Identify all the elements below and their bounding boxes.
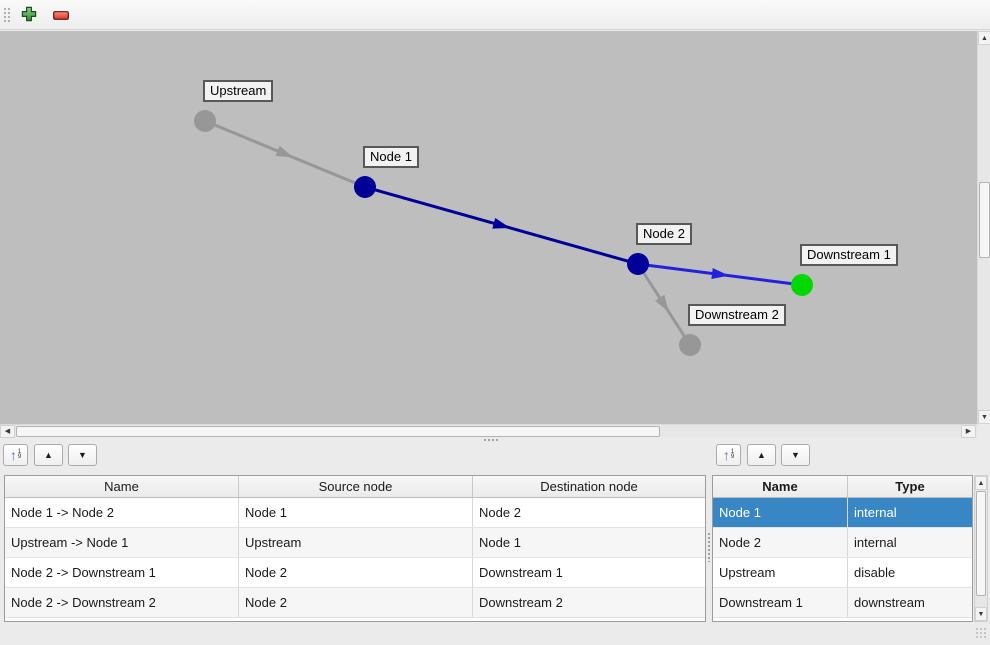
splitter-grip-icon [483,438,500,442]
minus-icon [53,8,69,23]
edges-move-down-button[interactable]: ▼ [68,444,97,466]
table-cell: Downstream 1 [719,595,803,610]
scroll-right-button[interactable]: ▶ [961,425,976,438]
arrow-left-icon: ◀ [4,428,11,435]
table-cell: Node 1 [719,505,761,520]
column-header[interactable]: Name [104,479,139,494]
node-label[interactable]: Upstream [203,80,274,102]
horizontal-scrollbar-thumb[interactable] [16,426,660,437]
column-header[interactable]: Type [847,476,972,497]
table-cell: Node 1 [472,528,705,557]
arrow-down-icon: ▼ [78,449,87,460]
nodes-table-scrollbar[interactable]: ▲ ▼ [974,475,988,622]
add-node-button[interactable] [16,2,42,28]
table-cell: Node 1 -> Node 2 [11,505,114,520]
arrow-up-icon: ▲ [44,449,53,460]
main-toolbar [0,0,990,30]
table-cell: Node 1 [238,498,472,527]
table-header-row: Name Type [713,476,972,498]
column-header[interactable]: Source node [238,476,472,497]
arrow-down-icon: ▼ [791,449,800,460]
scroll-down-button[interactable]: ▼ [978,410,990,424]
arrow-down-icon: ▼ [977,610,985,618]
canvas-vertical-scrollbar[interactable]: ▲ ▼ [977,31,990,424]
node-label[interactable]: Node 1 [363,146,419,168]
table-cell: internal [847,528,972,557]
graph-node[interactable] [627,253,649,275]
table-cell: disable [847,558,972,587]
plus-icon [21,6,37,25]
scroll-up-button[interactable]: ▲ [975,476,987,490]
node-label[interactable]: Downstream 2 [688,304,786,326]
vertical-scrollbar-thumb[interactable] [979,182,990,258]
node-label[interactable]: Node 2 [636,223,692,245]
table-cell: Upstream -> Node 1 [11,535,129,550]
table-cell: Node 2 [472,498,705,527]
resize-grip-icon[interactable] [975,627,988,640]
nodes-move-up-button[interactable]: ▲ [747,444,776,466]
table-cell: Node 2 [238,588,472,617]
scroll-down-button[interactable]: ▼ [975,607,987,621]
column-header[interactable]: Name [762,479,798,494]
table-row[interactable]: Node 2 internal [713,528,972,558]
edge-arrow-icon [655,294,669,313]
splitter-grip-icon [707,532,711,562]
graph-node[interactable] [194,110,216,132]
arrow-up-icon: ▲ [981,34,988,42]
vertical-splitter[interactable] [706,447,712,625]
horizontal-splitter[interactable] [0,437,990,446]
table-cell: internal [847,498,972,527]
table-cell: Upstream [719,565,776,580]
scroll-up-button[interactable]: ▲ [978,31,990,45]
edges-move-up-button[interactable]: ▲ [34,444,63,466]
table-row[interactable]: Upstream disable [713,558,972,588]
table-cell: Node 2 -> Downstream 2 [11,595,156,610]
toolbar-drag-handle[interactable] [3,7,12,24]
table-cell: Node 2 [719,535,761,550]
table-row[interactable]: Node 1 internal [713,498,972,528]
table-cell: Downstream 2 [472,588,705,617]
graph-node[interactable] [679,334,701,356]
column-header[interactable]: Destination node [472,476,705,497]
arrow-up-icon: ▲ [977,479,985,487]
nodes-move-down-button[interactable]: ▼ [781,444,810,466]
scroll-left-button[interactable]: ◀ [0,425,15,438]
canvas-horizontal-scrollbar[interactable]: ◀ ▶ [0,424,977,438]
arrow-right-icon: ▶ [965,428,972,435]
remove-node-button[interactable] [48,2,74,28]
graph-node[interactable] [354,176,376,198]
edge-arrow-icon [275,145,294,158]
edge-arrow-icon [711,268,729,279]
table-cell: Downstream 1 [472,558,705,587]
table-scrollbar-thumb[interactable] [976,491,986,596]
graph-node[interactable] [791,274,813,296]
edge-arrow-icon [492,218,511,229]
table-cell: Upstream [238,528,472,557]
arrow-down-icon: ▼ [981,413,988,421]
table-cell: downstream [847,588,972,617]
table-cell: Node 2 -> Downstream 1 [11,565,156,580]
table-cell: Node 2 [238,558,472,587]
arrow-up-icon: ▲ [757,449,766,460]
table-row[interactable]: Downstream 1 downstream [713,588,972,618]
node-label[interactable]: Downstream 1 [800,244,898,266]
graph-svg [194,110,813,356]
